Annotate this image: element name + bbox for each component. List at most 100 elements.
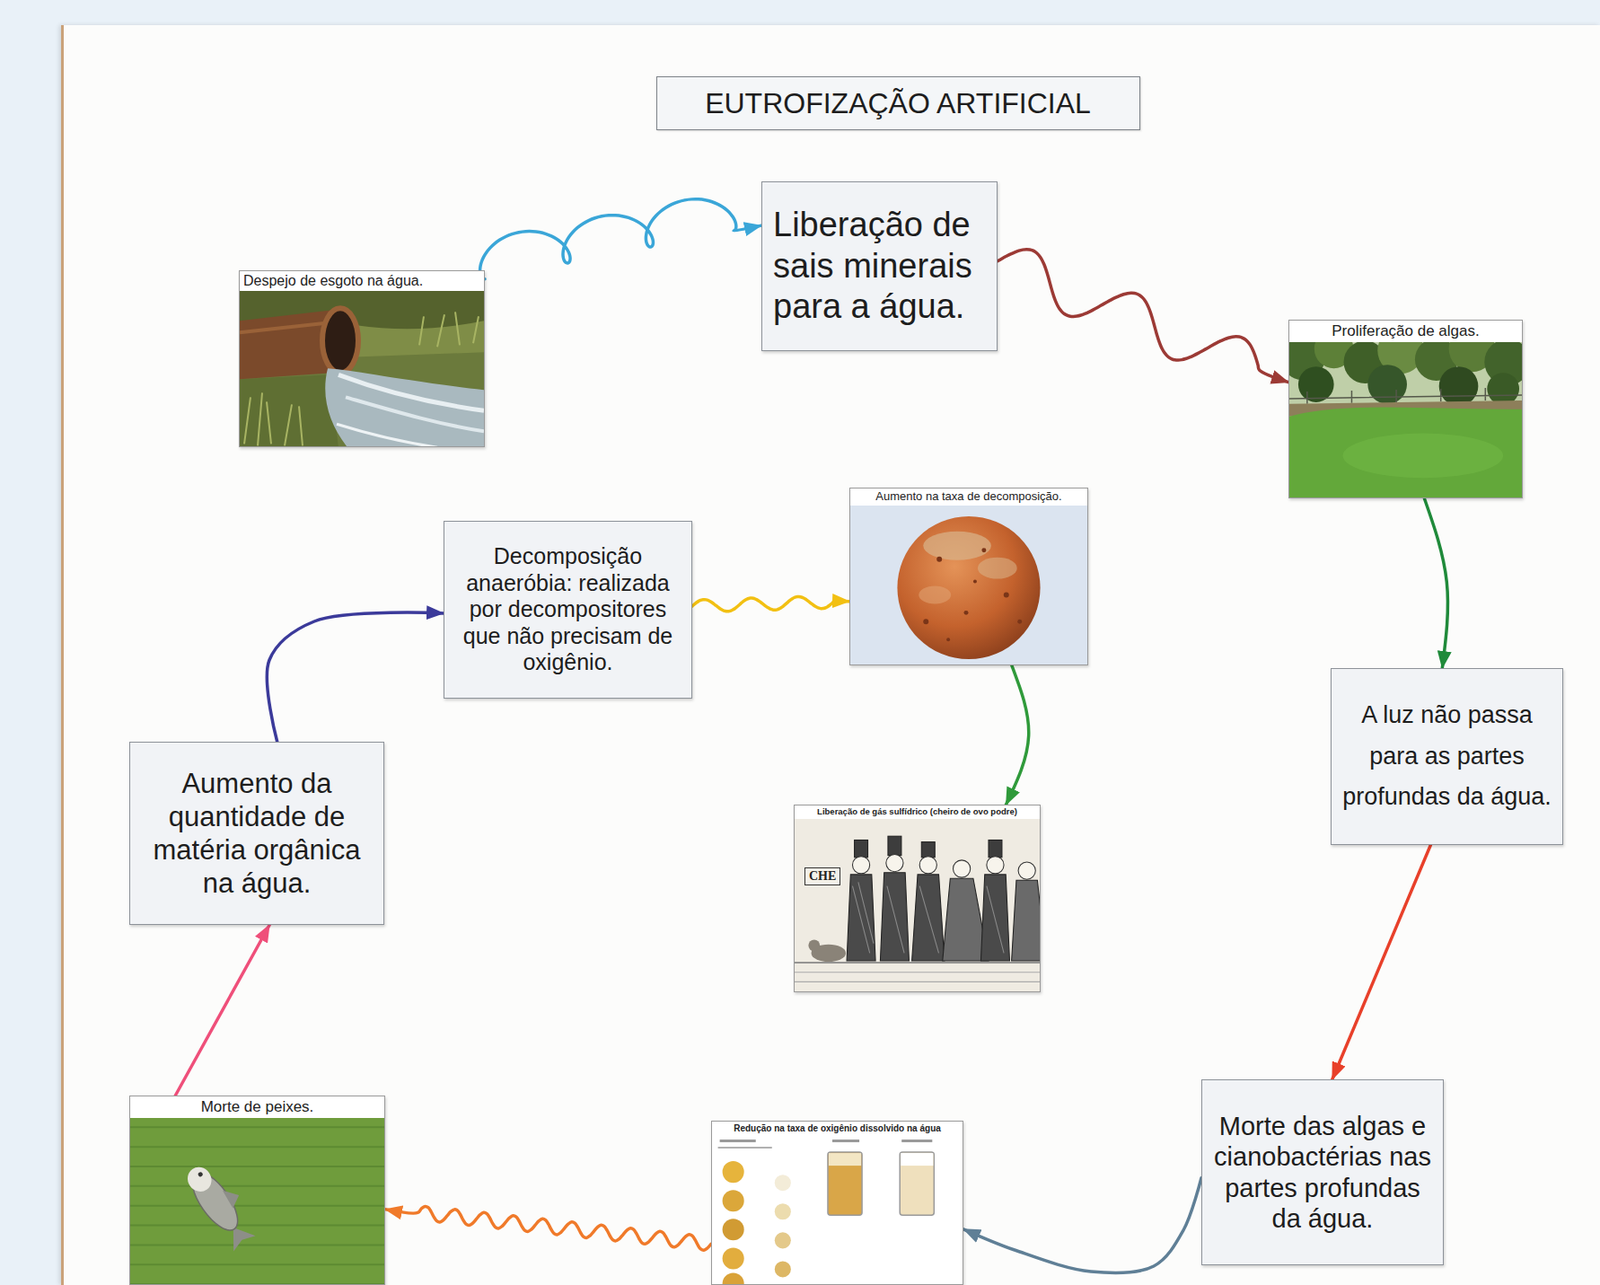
card-heading: Aumento na taxa de decomposição. — [850, 488, 1088, 506]
drawing-part — [852, 853, 1036, 880]
box-text: A luz não passa para as partes profundas… — [1342, 694, 1552, 819]
drawing-part — [774, 1260, 792, 1277]
drawing-part — [887, 835, 902, 855]
flow-arrow — [997, 249, 1289, 383]
card-heading: Morte de peixes. — [130, 1096, 385, 1118]
drawing-part — [325, 369, 484, 447]
process-box: A luz não passa para as partes profundas… — [1330, 668, 1564, 845]
flow-arrow — [692, 596, 850, 611]
drawing-part — [183, 1161, 217, 1196]
picture-frame — [850, 505, 1088, 665]
drawing-part — [946, 637, 950, 642]
drawing-part — [973, 580, 977, 584]
picture-card: Proliferação de algas. — [1288, 319, 1523, 499]
rotting-fruit-picture — [850, 505, 1088, 665]
drawing-part — [1289, 406, 1522, 498]
drawing-part — [197, 1170, 204, 1178]
drawing-part — [1343, 432, 1504, 478]
picture-card: Redução na taxa de oxigênio dissolvido n… — [711, 1120, 964, 1285]
picture-frame — [130, 1117, 385, 1284]
card-heading: Despejo de esgoto na água. — [239, 271, 484, 291]
drawing-part — [338, 375, 484, 412]
drawing-part — [419, 312, 479, 348]
drawing-part — [718, 1146, 773, 1149]
flow-arrow — [1424, 498, 1448, 669]
drawing-part — [854, 839, 869, 857]
drawing-part — [722, 1247, 745, 1269]
box-text: Aumento da quantidade de matéria orgânic… — [140, 766, 373, 901]
drawing-part — [239, 375, 339, 447]
flow-arrow — [963, 1178, 1202, 1274]
sewer-pipe-picture — [239, 290, 484, 447]
drawing-part — [1367, 364, 1407, 405]
picture-frame — [1289, 342, 1522, 498]
algae-pond-picture — [1289, 342, 1522, 498]
drawing-part — [130, 1126, 385, 1284]
drawing-part — [1018, 861, 1036, 880]
drawing-part — [981, 547, 986, 553]
drawing-part — [345, 397, 484, 432]
drawing-part — [808, 939, 820, 951]
drawing-part — [827, 1151, 862, 1215]
process-box: Aumento da quantidade de matéria orgânic… — [129, 741, 385, 925]
drawing-part — [936, 556, 942, 563]
drawing-part — [720, 1139, 757, 1143]
drawing-part — [896, 516, 1040, 660]
drawing-part — [794, 972, 1040, 983]
drawing-part — [239, 290, 484, 447]
drawing-part — [1017, 619, 1022, 625]
drawing-part — [130, 1117, 385, 1284]
drawing-part — [794, 961, 1040, 964]
drawing-part — [852, 881, 1004, 953]
flow-arrow — [266, 612, 444, 742]
flow-arrow — [1332, 844, 1432, 1080]
drawing-part — [953, 860, 971, 878]
drawing-part — [828, 1152, 862, 1166]
drawing-part — [722, 1160, 745, 1183]
drawing-part — [919, 856, 937, 874]
drawing-part — [774, 1203, 792, 1220]
diagram-title: EUTROFIZAÇÃO ARTIFICIAL — [704, 87, 1091, 121]
picture-card: Morte de peixes. — [129, 1095, 386, 1285]
drawing-part — [1439, 366, 1479, 406]
drawing-part — [1298, 366, 1335, 403]
drawing-part — [886, 853, 904, 871]
drawing-part — [852, 856, 870, 874]
box-text: Liberação de sais minerais para a água. — [773, 204, 986, 328]
box-text: Decomposição anaeróbia: realizada por de… — [455, 543, 681, 677]
drawing-part — [846, 872, 1040, 961]
drawing-part — [986, 856, 1004, 874]
drawing-part — [322, 308, 359, 374]
drawing-part — [1003, 591, 1010, 598]
drawing-part — [722, 1218, 745, 1240]
drawing-part — [850, 505, 1088, 665]
drawing-part — [977, 557, 1018, 580]
picture-frame — [712, 1135, 963, 1285]
drawing-part — [794, 818, 1040, 992]
drawing-part — [774, 1174, 792, 1191]
drawing-part — [854, 835, 1003, 857]
picture-card: Aumento na taxa de decomposição. — [849, 487, 1089, 666]
oxygen-color-scale-picture — [712, 1135, 963, 1285]
drawing-part — [918, 585, 951, 604]
sign-text: CHE — [804, 867, 841, 886]
picture-card: Liberação de gás sulfídrico (cheiro de o… — [793, 804, 1041, 993]
drawing-part — [244, 393, 303, 447]
drawing-part — [1011, 879, 1040, 961]
process-box: Morte das algas e cianobactérias nas par… — [1201, 1079, 1444, 1266]
drawing-part — [900, 1152, 933, 1166]
drawing-part — [964, 610, 969, 616]
card-heading: Liberação de gás sulfídrico (cheiro de o… — [794, 805, 1040, 819]
dead-fish-picture — [130, 1117, 385, 1284]
card-heading: Proliferação de algas. — [1289, 320, 1522, 343]
drawing-part — [712, 1135, 963, 1285]
drawing-part — [923, 618, 929, 625]
picture-card: Despejo de esgoto na água. — [238, 270, 485, 448]
box-text: Morte das algas e cianobactérias nas par… — [1213, 1110, 1433, 1234]
engraving-picture — [794, 818, 1040, 992]
flow-arrow — [1006, 665, 1029, 805]
flow-arrow — [480, 199, 762, 280]
drawing-part — [336, 424, 438, 447]
